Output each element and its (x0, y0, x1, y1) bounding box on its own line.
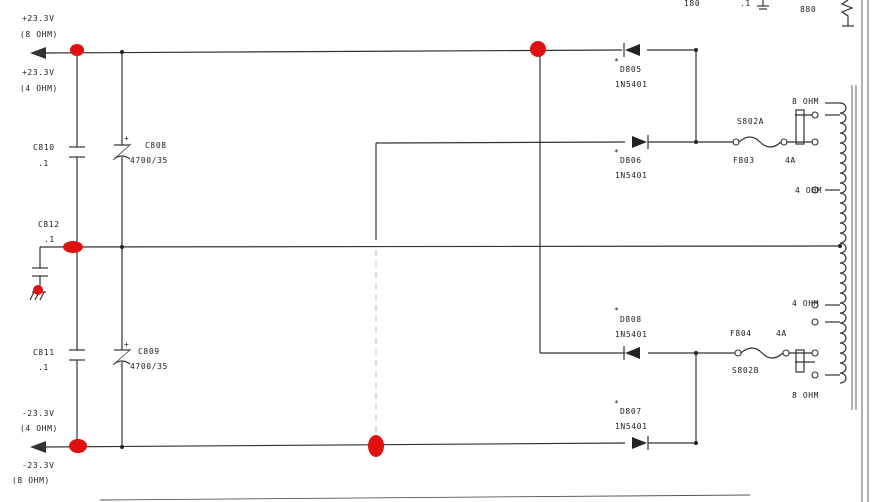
top-fragment-left: 180 (684, 0, 700, 8)
d807-ref: D807 (620, 407, 642, 416)
top-ground-symbol (757, 0, 769, 10)
page-border-bottom (99, 494, 751, 501)
rail-label-pos-8-volt: +23.3V (22, 14, 55, 23)
tap-label-top-8: 8 OHM (792, 97, 819, 106)
rail-label-neg-4-volt: -23.3V (22, 409, 55, 418)
f804-holder: S802B (732, 366, 759, 375)
tap-label-bottom-8: 8 OHM (792, 391, 819, 400)
top-resistor-symbol (840, 0, 854, 27)
d805-mark: * (614, 57, 619, 66)
capacitor-c811 (69, 349, 85, 361)
d808-part: 1N5401 (615, 330, 648, 339)
d805-part: 1N5401 (615, 80, 648, 89)
rail-label-neg-8-volt: -23.3V (22, 461, 55, 470)
c808-value: 4700/35 (130, 156, 168, 165)
tap-switch-top (795, 109, 819, 194)
d807-mark: * (614, 399, 619, 408)
diode-d807 (632, 436, 649, 450)
d808-ref: D808 (620, 315, 642, 324)
rail-label-neg-8-ohm: (8 OHM) (12, 476, 50, 485)
fuse-f804 (734, 347, 815, 359)
d808-mark: * (614, 306, 619, 315)
diode-d808 (623, 346, 640, 360)
rail-label-pos-4-ohm: (4 OHM) (20, 84, 58, 93)
rail-label-pos-8-ohm: (8 OHM) (20, 30, 58, 39)
c808-ref: C808 (145, 141, 167, 150)
c808-plus: + (124, 134, 129, 143)
capacitor-c810 (69, 146, 85, 158)
neg-rail-arrow (30, 441, 46, 453)
diode-d805 (623, 43, 640, 57)
top-fragment-mid: .1 (740, 0, 751, 8)
d806-ref: D806 (620, 156, 642, 165)
c809-ref: C809 (138, 347, 160, 356)
f803-ref: F803 (733, 156, 755, 165)
tap-label-top-4: 4 OHM (795, 186, 822, 195)
rail-label-neg-4-ohm: (4 OHM) (20, 424, 58, 433)
d805-ref: D805 (620, 65, 642, 74)
c809-value: 4700/35 (130, 362, 168, 371)
fuse-f803 (732, 136, 815, 148)
tap-switch-bottom (795, 301, 819, 379)
winding-coil-path (839, 102, 847, 384)
f803-holder: S802A (737, 117, 764, 126)
c809-plus: + (124, 340, 129, 349)
capacitor-c808: + (112, 134, 132, 161)
c810-value: .1 (38, 159, 49, 168)
c812-ref: C812 (38, 220, 60, 229)
f804-rating: 4A (776, 329, 787, 338)
top-fragment-right: 880 (800, 5, 816, 14)
transformer-secondary-winding (839, 102, 847, 384)
diode-d806 (632, 135, 649, 149)
f803-rating: 4A (785, 156, 796, 165)
capacitor-c809: + (112, 340, 132, 366)
d807-part: 1N5401 (615, 422, 648, 431)
red-annotation-marks (33, 41, 546, 457)
wiring (39, 49, 841, 448)
c811-value: .1 (38, 363, 49, 372)
pos-rail-arrow (30, 47, 46, 59)
d806-part: 1N5401 (615, 171, 648, 180)
tap-label-bottom-4: 4 OHM (792, 299, 819, 308)
c811-ref: C811 (33, 348, 55, 357)
junction-dots (120, 48, 842, 449)
c812-value: .1 (44, 235, 55, 244)
d806-mark: * (614, 148, 619, 157)
f804-ref: F804 (730, 329, 752, 338)
rail-label-pos-4-volt: +23.3V (22, 68, 55, 77)
c810-ref: C810 (33, 143, 55, 152)
